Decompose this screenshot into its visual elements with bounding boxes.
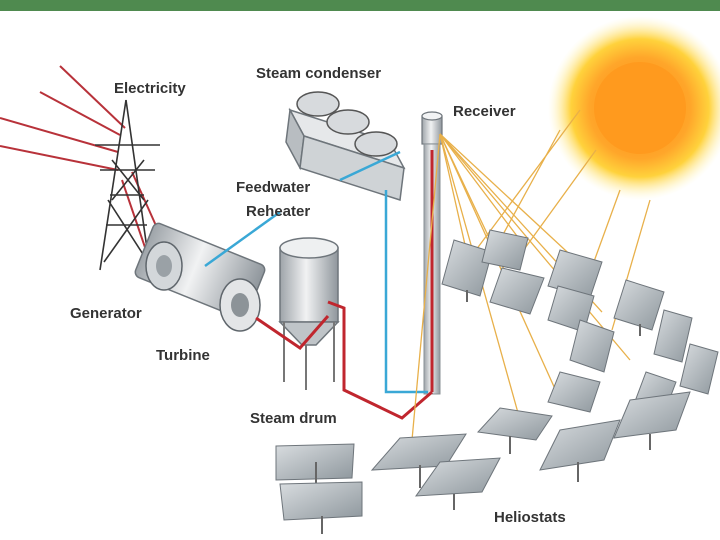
water-pipes (204, 150, 428, 394)
heliostat-mirror-icon (569, 319, 615, 373)
turbine-label: Turbine (156, 347, 210, 364)
steam-pipes (255, 150, 434, 420)
generator-label: Generator (70, 305, 142, 322)
steam-drum-icon (278, 237, 340, 390)
sun-rays (411, 109, 651, 441)
top-accent-bar (0, 0, 720, 11)
power-lines (0, 65, 167, 263)
heliostat-mirror-icon (476, 407, 553, 454)
heliostat-mirror-icon (414, 457, 501, 510)
heliostat-mirror-icon (489, 267, 545, 315)
receiver-label: Receiver (453, 103, 516, 120)
steam-condenser-label: Steam condenser (256, 65, 381, 82)
heliostat-mirror-icon (481, 229, 529, 271)
heliostat-mirror-icon (275, 443, 355, 484)
generator-turbine-icon (134, 222, 266, 332)
heliostat-mirror-icon (539, 419, 621, 482)
heliostat-field (275, 229, 719, 534)
heliostat-mirror-icon (613, 279, 665, 336)
steam-drum-label: Steam drum (250, 410, 337, 427)
heliostat-mirror-icon (613, 391, 691, 450)
heliostats-label: Heliostats (494, 509, 566, 526)
feedwater-label: Feedwater (236, 179, 310, 196)
pylon-icon (95, 99, 160, 271)
heliostat-mirror-icon (441, 239, 493, 302)
heliostat-mirror-icon (653, 309, 693, 363)
condenser-icon (285, 91, 406, 201)
heliostat-mirror-icon (279, 481, 363, 534)
sun-icon (548, 16, 720, 200)
heliostat-mirror-icon (547, 371, 601, 413)
heliostat-mirror-icon (679, 343, 719, 395)
electricity-label: Electricity (114, 80, 186, 97)
reheater-label: Reheater (246, 203, 310, 220)
